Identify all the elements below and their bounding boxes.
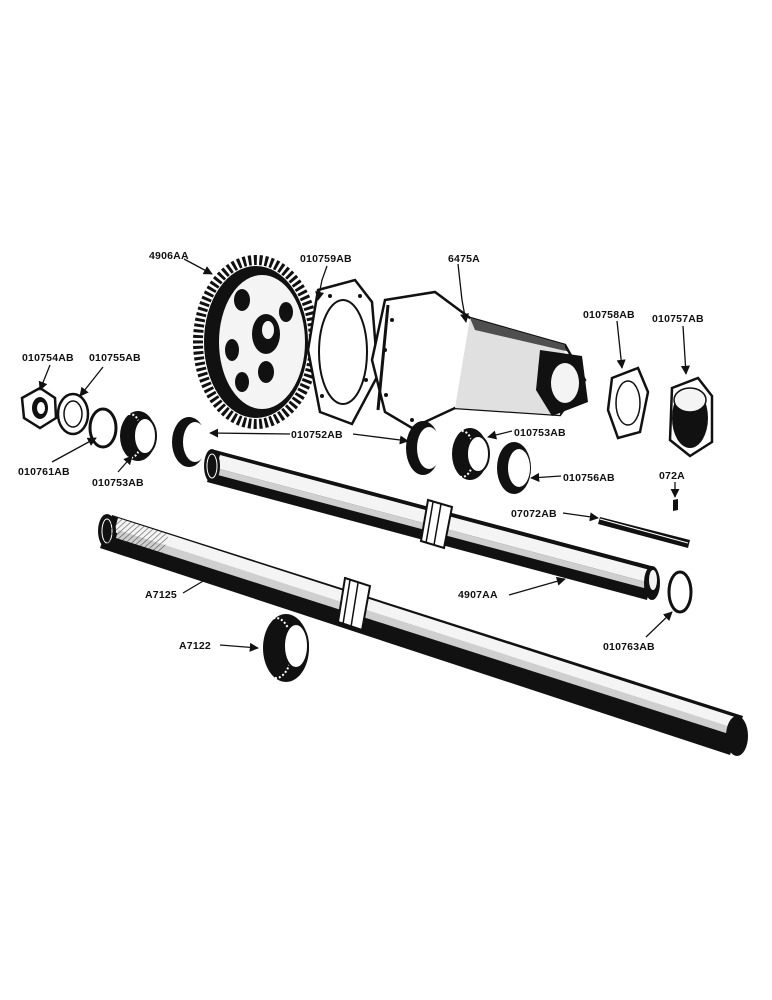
bearing-010753ab-left <box>117 411 157 461</box>
seal-010756ab <box>497 442 531 494</box>
label-gasket-large: 010759AB <box>300 253 352 265</box>
bearing-a7122 <box>259 614 309 682</box>
label-bearing-left: 010753AB <box>92 477 144 489</box>
gasket-010758ab <box>606 366 650 440</box>
label-snap-ring-right: 010763AB <box>603 641 655 653</box>
label-gear: 4906AA <box>149 250 189 262</box>
label-key: 07072AB <box>511 508 557 520</box>
label-washer: 010755AB <box>89 352 141 364</box>
label-shaft-upper: 4907AA <box>458 589 498 601</box>
label-seal: 010756AB <box>563 472 615 484</box>
shaft-a7125 <box>98 514 748 756</box>
gear-4906aa <box>193 255 319 429</box>
end-cap-010757ab <box>668 376 714 458</box>
cup-010752ab-right <box>406 421 441 475</box>
label-cup: 010752AB <box>291 429 343 441</box>
housing-6475a <box>370 290 588 430</box>
cup-010752ab-left <box>172 417 207 467</box>
bearing-010753ab-right <box>449 428 490 480</box>
shaft-4907aa <box>204 449 660 600</box>
washer-010755ab <box>56 392 90 436</box>
label-shaft-lower: A7125 <box>145 589 177 601</box>
label-pin: 072A <box>659 470 685 482</box>
label-bearing-right: 010753AB <box>514 427 566 439</box>
label-end-cap: 010757AB <box>652 313 704 325</box>
gasket-010759ab <box>306 278 380 426</box>
part-labels: 4906AA 010759AB 6475A 010758AB 010757AB … <box>18 250 704 653</box>
label-nut: 010754AB <box>22 352 74 364</box>
key-07072ab <box>598 517 690 548</box>
pin-072a <box>673 499 678 511</box>
snap-ring-010763ab <box>667 570 693 614</box>
label-gasket-small: 010758AB <box>583 309 635 321</box>
label-housing: 6475A <box>448 253 480 265</box>
snap-ring-010761ab <box>88 407 118 449</box>
leader-lines <box>38 258 691 652</box>
label-snap-ring-left: 010761AB <box>18 466 70 478</box>
label-bearing-lower: A7122 <box>179 640 211 652</box>
nut-010754ab <box>20 386 58 430</box>
